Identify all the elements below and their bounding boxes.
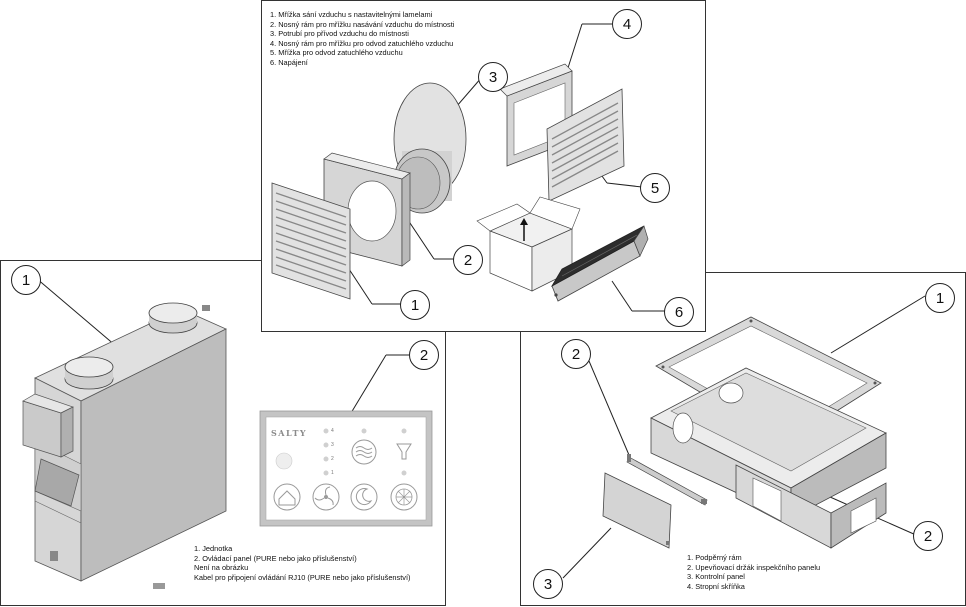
leader-line-1b — [346, 265, 373, 305]
legend-item: 2. Ovládací panel (PURE nebo jako příslu… — [194, 553, 357, 563]
night-mode-icon — [350, 483, 378, 511]
fan-icon — [312, 483, 340, 511]
legend-item: 2. Nosný rám pro mřížku nasávání vzduchu… — [270, 19, 455, 29]
ceiling-box-drawing — [562, 295, 926, 579]
inspection-bracket — [626, 454, 708, 506]
callout-exhaust-grille-5: 5 — [640, 173, 670, 203]
turbo-fan-icon — [390, 483, 418, 511]
filter-icon — [396, 443, 412, 460]
leader-line-5a — [606, 182, 643, 188]
level-label-3: 3 — [331, 442, 334, 448]
callout-bracket-2: 2 — [561, 339, 591, 369]
callout-inspection-panel-3: 3 — [533, 569, 563, 599]
unit-legend: 1. Jednotka 2. Ovládací panel (PURE nebo… — [194, 544, 411, 582]
legend-item: 1. Jednotka — [194, 544, 233, 553]
home-icon — [273, 483, 301, 511]
exhaust-grille — [546, 88, 625, 202]
wall-kit-panel: 4 3 5 2 1 6 1. Mřížka sání vzduchu s nas… — [261, 0, 706, 332]
wall-kit-legend: 1. Mřížka sání vzduchu s nastavitelnými … — [270, 10, 454, 67]
inspection-panel — [602, 472, 672, 549]
ceiling-box — [650, 367, 887, 549]
control-panel — [259, 410, 433, 527]
leader-line-2 — [588, 360, 630, 456]
sensor-icon — [275, 452, 293, 470]
leader-line-3 — [562, 527, 612, 579]
airflow-icon — [351, 439, 377, 465]
legend-item: 1. Mřížka sání vzduchu s nastavitelnými … — [270, 10, 433, 19]
power-supply — [550, 225, 649, 302]
legend-item: 6. Napájení — [270, 57, 308, 67]
callout-supply-grille-1: 1 — [400, 290, 430, 320]
control-panel-brand: SALTY — [271, 428, 308, 438]
level-label-4: 4 — [331, 428, 334, 434]
leader-line-6b — [611, 280, 633, 312]
callout-duct-3: 3 — [478, 62, 508, 92]
callout-exhaust-frame-4: 4 — [612, 9, 642, 39]
legend-item: 4. Nosný rám pro mřížku pro odvod zatuch… — [270, 38, 454, 48]
callout-supply-frame-2: 2 — [453, 245, 483, 275]
legend-item: 1. Podpěrný rám — [687, 553, 742, 562]
legend-item: 5. Mřížka pro odvod zatuchlého vzduchu — [270, 48, 403, 57]
wall-kit-drawing — [271, 23, 665, 312]
legend-item: 4. Stropní skříňka — [687, 581, 745, 591]
callout-ceiling-box-2: 2 — [913, 521, 943, 551]
ceiling-box-legend: 1. Podpěrný rám 2. Upevňovací držák insp… — [687, 553, 820, 591]
callout-power-supply-6: 6 — [664, 297, 694, 327]
legend-item: 2. Upevňovací držák inspekčního panelu — [687, 562, 821, 572]
unit-drawing — [22, 277, 433, 589]
legend-item: 3. Kontrolní panel — [687, 572, 745, 581]
leader-line-1 — [830, 295, 926, 354]
supply-grille — [271, 182, 351, 300]
level-label-1: 1 — [331, 470, 334, 476]
leader-line-4b — [566, 23, 583, 72]
callout-unit-1: 1 — [11, 265, 41, 295]
callout-control-panel-2: 2 — [409, 340, 439, 370]
legend-item: 3. Potrubí pro přívod vzduchu do místnos… — [270, 29, 409, 38]
leader-line-2b — [350, 354, 387, 414]
callout-support-frame-1: 1 — [925, 283, 955, 313]
ventilation-unit — [22, 302, 227, 589]
level-label-2: 2 — [331, 456, 334, 462]
legend-item: Není na obrázku — [194, 563, 249, 572]
leader-line-1 — [35, 277, 117, 347]
legend-item: Kabel pro připojení ovládání RJ10 (PURE … — [194, 572, 411, 582]
